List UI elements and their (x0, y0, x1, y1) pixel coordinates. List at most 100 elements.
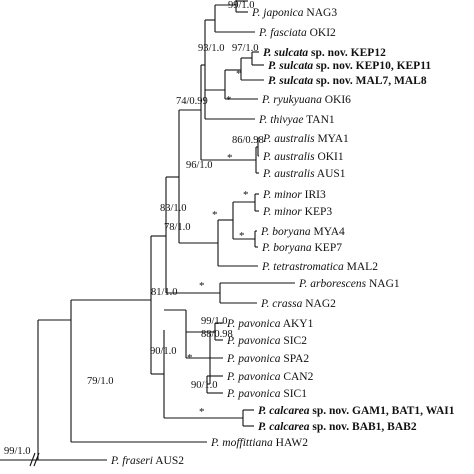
taxon-species-name: P. calcarea (258, 405, 310, 417)
taxon-species-name: P. sulcata (263, 47, 308, 59)
taxon-specimen-code: SIC1 (280, 388, 307, 400)
taxon-species-name: P. pavonica (226, 318, 281, 330)
support-value: 86/0.98 (232, 135, 264, 146)
taxon-species-name: P. boryana (260, 226, 311, 238)
taxon-species-name: P. pavonica (226, 335, 281, 347)
taxon-species-name: P. sulcata (268, 60, 313, 72)
support-value: 90/1.0 (150, 346, 177, 357)
taxon-label: P. boryana MYA4 (260, 226, 345, 238)
support-asterisk: * (239, 230, 245, 242)
taxon-specimen-code: AUS2 (153, 455, 184, 467)
taxon-species-name: P. calcarea (258, 421, 310, 433)
taxon-species-name: P. fraseri (110, 455, 153, 467)
taxon-specimen-code: KEP3 (302, 206, 333, 218)
taxon-specimen-code: MYA1 (315, 133, 349, 145)
taxon-specimen-code: NAG2 (302, 298, 336, 310)
taxon-species-name: P. australis (262, 151, 315, 163)
taxon-specimen-code: KEP7 (312, 242, 343, 254)
taxon-specimen-code: SIC2 (280, 335, 307, 347)
taxon-specimen-code: TAN1 (304, 114, 335, 126)
taxon-specimen-code: AKY1 (280, 318, 313, 330)
taxon-label: P. boryana KEP7 (261, 242, 342, 254)
support-value: 99/1.0 (4, 446, 31, 457)
taxon-species-name: P. minor (262, 189, 302, 201)
taxon-label: P. sulcata sp. nov. KEP12 (263, 47, 386, 59)
taxon-specimen-code: NAG1 (366, 278, 400, 290)
taxon-specimen-code: NAG3 (304, 7, 338, 19)
taxon-specimen-code: sp. nov. BAB1, BAB2 (310, 421, 417, 433)
support-asterisk: * (227, 152, 233, 164)
taxon-species-name: P. boryana (261, 242, 312, 254)
support-value: 97/1.0 (232, 43, 259, 54)
support-value: 96/1.0 (186, 160, 213, 171)
taxon-specimen-code: SPA2 (280, 353, 309, 365)
taxon-label: P. sulcata sp. nov. MAL7, MAL8 (268, 75, 427, 87)
taxon-species-name: P. minor (262, 206, 302, 218)
taxon-specimen-code: sp. nov. KEP12 (308, 47, 386, 59)
taxon-species-name: P. crassa (260, 298, 303, 310)
support-asterisk: * (199, 280, 205, 292)
support-asterisk: * (236, 68, 242, 80)
support-value: 99/1.0 (201, 316, 228, 327)
taxon-species-name: P. australis (262, 168, 315, 180)
taxon-label: P. australis MYA1 (262, 133, 349, 145)
taxon-specimen-code: OKI2 (307, 27, 336, 39)
taxon-specimen-code: sp. nov. GAM1, BAT1, WAI1 (310, 405, 455, 417)
taxon-species-name: P. pavonica (226, 388, 281, 400)
taxon-label: P. thivyae TAN1 (258, 114, 335, 126)
taxon-species-name: P. sulcata (268, 75, 313, 87)
taxon-label: P. minor KEP3 (262, 206, 332, 218)
taxon-species-name: P. thivyae (258, 114, 304, 126)
taxon-species-name: P. pavonica (226, 371, 281, 383)
taxon-label: P. japonica NAG3 (251, 7, 337, 19)
taxon-label: P. pavonica SPA2 (226, 353, 309, 365)
support-value: 83/1.0 (160, 203, 187, 214)
taxon-specimen-code: HAW2 (273, 437, 308, 449)
support-value: 79/1.0 (87, 376, 114, 387)
support-asterisk: * (226, 94, 232, 106)
taxon-label: P. pavonica SIC1 (226, 388, 307, 400)
support-value: 78/1.0 (164, 222, 191, 233)
taxon-specimen-code: sp. nov. KEP10, KEP11 (313, 60, 431, 72)
taxon-specimen-code: sp. nov. MAL7, MAL8 (313, 75, 427, 87)
taxon-label: P. sulcata sp. nov. KEP10, KEP11 (268, 60, 431, 72)
taxon-label: P. fraseri AUS2 (110, 455, 184, 467)
taxon-specimen-code: OKI6 (322, 94, 351, 106)
taxon-species-name: P. australis (262, 133, 315, 145)
taxon-label: P. crassa NAG2 (260, 298, 336, 310)
taxon-specimen-code: CAN2 (280, 371, 313, 383)
taxon-label: P. moffittiana HAW2 (210, 437, 308, 449)
taxon-label: P. calcarea sp. nov. BAB1, BAB2 (258, 421, 417, 433)
taxon-specimen-code: MAL2 (344, 261, 378, 273)
support-asterisk: * (187, 352, 193, 364)
taxon-species-name: P. tetrastromatica (261, 261, 344, 273)
taxon-specimen-code: IRI3 (302, 189, 326, 201)
support-value: 90/1.0 (191, 380, 218, 391)
tree-branches (0, 0, 295, 467)
taxon-species-name: P. ryukyuana (261, 94, 322, 106)
support-asterisk: * (199, 406, 205, 418)
taxon-label: P. minor IRI3 (262, 189, 326, 201)
taxon-label: P. pavonica AKY1 (226, 318, 314, 330)
taxon-label: P. tetrastromatica MAL2 (261, 261, 378, 273)
taxon-species-name: P. pavonica (226, 353, 281, 365)
branch-break-mark (29, 452, 36, 467)
support-value: 93/1.0 (198, 43, 225, 54)
support-value: 88/0.98 (201, 329, 233, 340)
taxon-label: P. fasciata OKI2 (258, 27, 336, 39)
taxon-species-name: P. fasciata (258, 27, 307, 39)
taxon-species-name: P. moffittiana (210, 437, 273, 449)
taxon-label: P. australis OKI1 (262, 151, 344, 163)
taxon-species-name: P. arborescens (298, 278, 367, 290)
support-values: 99/1.0 93/1.0 97/1.0 74/0.99 86/0.98 96/1.0 83… (4, 0, 264, 457)
taxon-label: P. ryukyuana OKI6 (261, 94, 351, 106)
support-value: 74/0.99 (176, 96, 208, 107)
taxon-species-name: P. japonica (251, 7, 304, 19)
support-value: 99/1.0 (228, 0, 255, 11)
taxon-label: P. pavonica CAN2 (226, 371, 314, 383)
taxon-specimen-code: AUS1 (315, 168, 346, 180)
support-asterisk: * (243, 189, 249, 201)
support-value: 81/1.0 (151, 287, 178, 298)
taxon-label: P. pavonica SIC2 (226, 335, 307, 347)
support-asterisk: * (212, 209, 218, 221)
